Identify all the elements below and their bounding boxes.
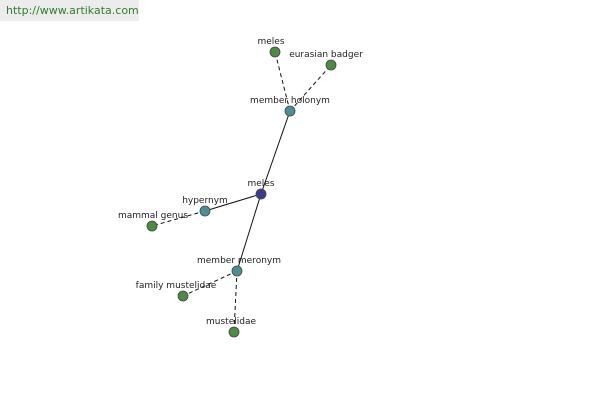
node-label-badger[interactable]: eurasian badger — [289, 50, 363, 60]
node-meles2[interactable] — [269, 46, 281, 58]
node-label-meles2[interactable]: meles — [257, 37, 284, 47]
node-badger[interactable] — [325, 59, 337, 71]
edge-center-holonym — [260, 110, 291, 195]
node-label-hypernym[interactable]: hypernym — [182, 196, 228, 206]
site-url-banner[interactable]: http://www.artikata.com — [0, 0, 139, 21]
labels-layer: meles member holonym hypernym member merony… — [118, 37, 363, 327]
node-label-mustelidae_fam[interactable]: family mustelidae — [136, 281, 217, 291]
node-label-mammal[interactable]: mammal genus — [118, 211, 188, 221]
edge-hypernym-mammal — [151, 210, 206, 227]
node-holonym[interactable] — [284, 105, 296, 117]
edge-meronym-mustelidae_fam — [182, 270, 238, 297]
node-label-center[interactable]: meles — [247, 179, 274, 189]
node-mammal[interactable] — [146, 220, 158, 232]
node-label-mustelidae[interactable]: mustelidae — [206, 317, 256, 327]
edge-holonym-meles2 — [274, 51, 291, 112]
edges-layer — [151, 51, 332, 333]
node-label-meronym[interactable]: member meronym — [197, 256, 281, 266]
edge-holonym-badger — [289, 64, 332, 112]
edge-meronym-mustelidae — [233, 270, 238, 333]
edge-center-meronym — [236, 193, 262, 272]
node-label-holonym[interactable]: member holonym — [250, 96, 330, 106]
node-mustelidae_fam[interactable] — [177, 290, 189, 302]
node-meronym[interactable] — [231, 265, 243, 277]
node-hypernym[interactable] — [199, 205, 211, 217]
node-mustelidae[interactable] — [228, 326, 240, 338]
nodes-layer — [146, 46, 337, 338]
edge-center-hypernym — [204, 193, 262, 212]
node-center[interactable] — [255, 188, 267, 200]
